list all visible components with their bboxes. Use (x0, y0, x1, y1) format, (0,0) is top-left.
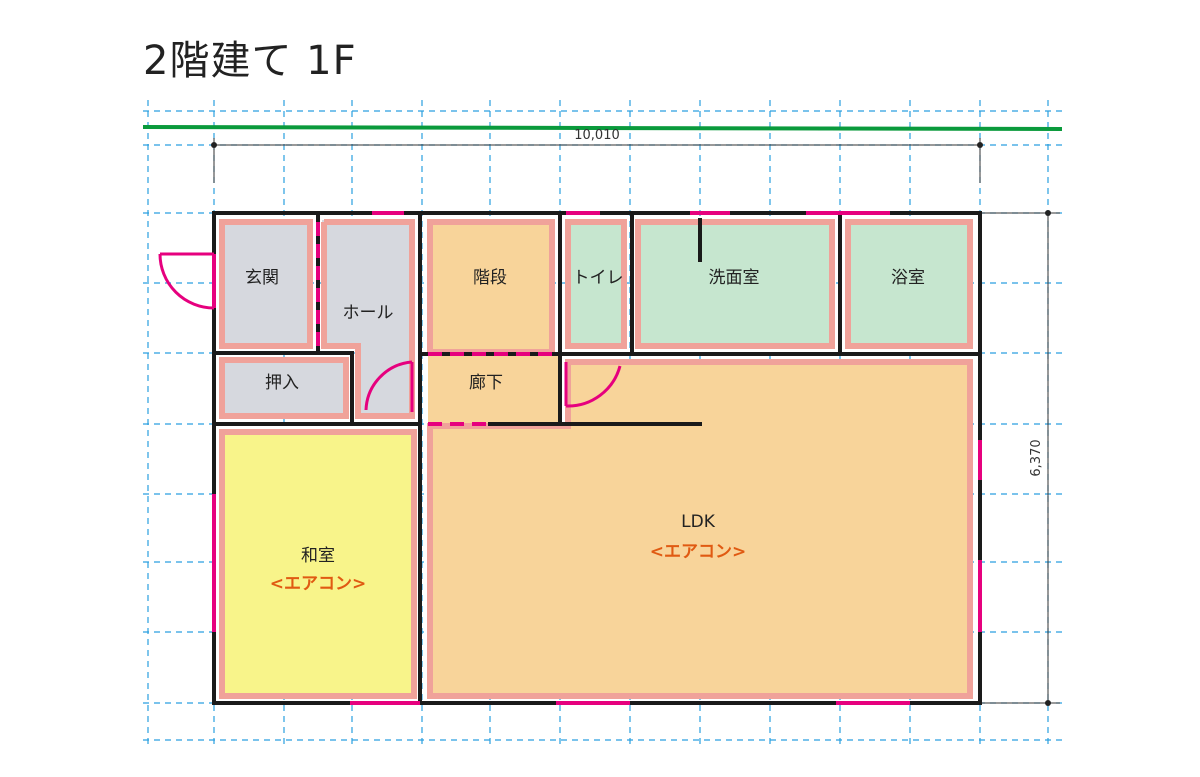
room-fills (220, 220, 972, 698)
room-label-toilet: トイレ (573, 268, 624, 288)
room-label-ldk: LDK (681, 512, 716, 532)
room-label-washitsu: 和室 (301, 546, 335, 566)
room-label-bath: 浴室 (891, 268, 925, 288)
room-label-corridor: 廊下 (469, 373, 503, 393)
room-label-hall: ホール (343, 303, 394, 323)
room-labels: 玄関 ホール 階段 トイレ 洗面室 浴室 押入 廊下 和室 LDK <エアコン>… (245, 268, 925, 594)
room-genkan-fill (220, 220, 312, 348)
room-label-stairs: 階段 (473, 268, 507, 288)
room-stairs-fill (428, 220, 554, 354)
room-toilet-fill (566, 220, 626, 348)
width-dimension-label: 10,010 (574, 128, 620, 143)
room-closet-fill (220, 358, 348, 418)
dimension-depth: 6,370 (980, 210, 1060, 706)
room-label-genkan: 玄関 (245, 268, 279, 288)
room-washroom-fill (636, 220, 834, 348)
room-label-washroom: 洗面室 (709, 268, 760, 288)
openings (158, 211, 982, 705)
room-corridor-fill (428, 354, 558, 424)
room-washitsu-fill (220, 430, 416, 698)
page-title: 2階建て 1F (143, 38, 357, 84)
ground-line (142, 125, 1063, 131)
depth-dimension-label: 6,370 (1029, 439, 1044, 476)
dimension-width: 10,010 (211, 128, 983, 183)
room-label-closet: 押入 (265, 373, 299, 393)
room-bath-fill (846, 220, 972, 348)
room-ldk-fill (428, 360, 972, 698)
aircon-label-washitsu: <エアコン> (270, 574, 367, 594)
aircon-label-ldk: <エアコン> (650, 542, 747, 562)
